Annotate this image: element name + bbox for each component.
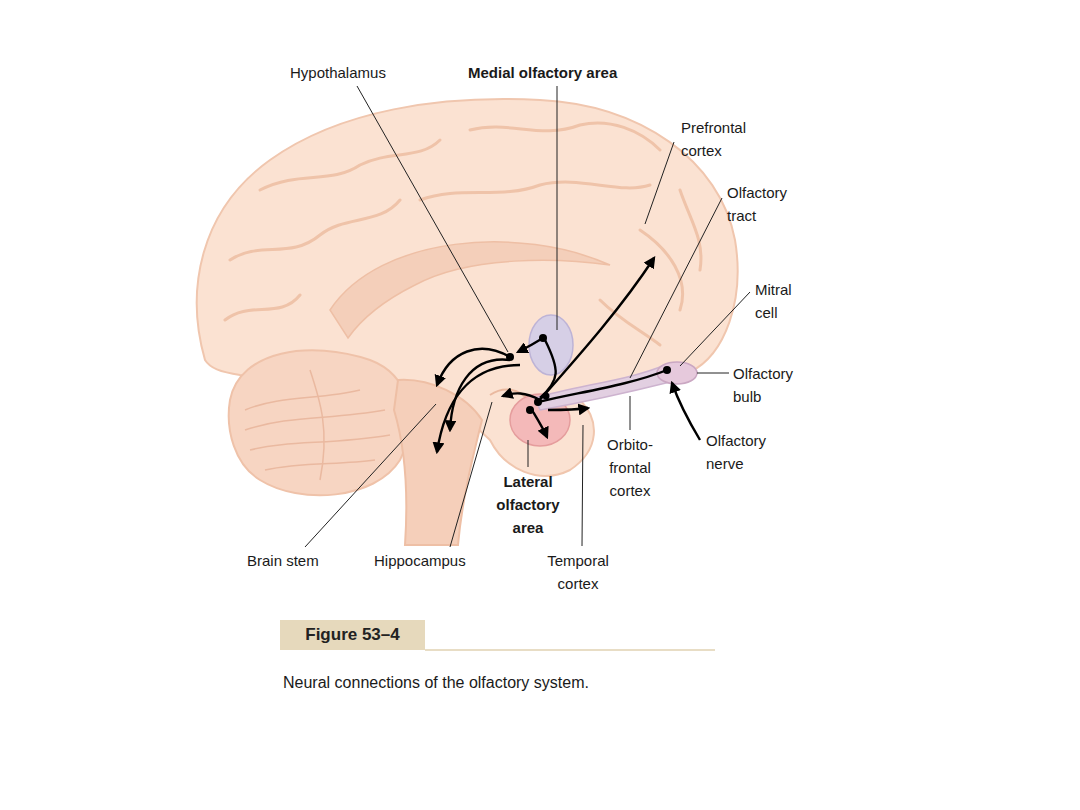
part-label: Lateral olfactory area [488,470,568,539]
part-label: Medial olfactory area [468,61,617,84]
part-label: Olfactory tract [727,181,802,227]
part-label: Temporal cortex [538,549,618,595]
figure-caption: Neural connections of the olfactory syst… [283,671,589,695]
part-label: Olfactory nerve [706,429,781,475]
part-label: Hypothalamus [290,61,386,84]
part-label: Brain stem [247,549,319,572]
part-label: Hippocampus [374,549,466,572]
part-label: Olfactory bulb [733,362,808,408]
part-label: Mitral cell [755,278,805,324]
part-label: Orbito-frontal cortex [598,433,662,502]
figure-number: Figure 53–4 [280,620,425,650]
part-label: Prefrontal cortex [681,116,761,162]
